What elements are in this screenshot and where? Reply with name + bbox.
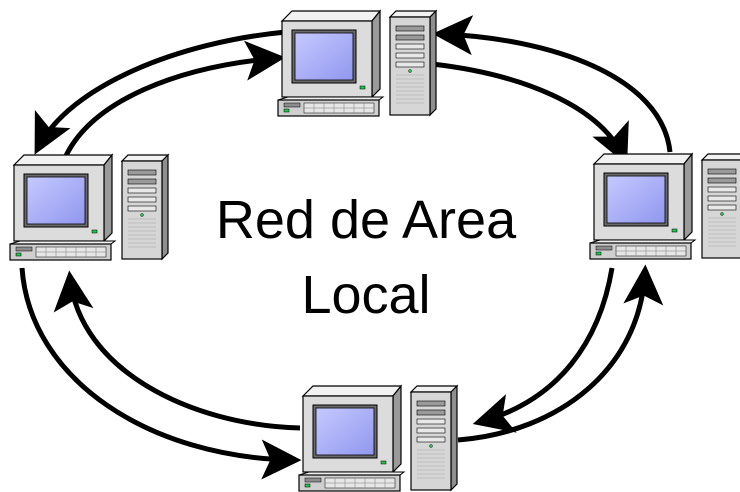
computer-top bbox=[277, 10, 437, 117]
arrow-left-to-bottom bbox=[19, 267, 302, 480]
computer-right bbox=[589, 153, 740, 260]
computer-left bbox=[9, 154, 169, 261]
computer-bottom bbox=[298, 385, 458, 492]
arrow-top-to-right bbox=[431, 61, 629, 165]
ring-connections bbox=[19, 15, 673, 480]
arrow-bottom-to-right bbox=[457, 264, 664, 443]
arrow-right-to-top bbox=[432, 15, 673, 153]
diagram-title-line2: Local bbox=[301, 265, 430, 325]
arrow-top-to-left bbox=[34, 29, 287, 155]
arrow-right-to-bottom bbox=[472, 267, 615, 433]
diagram-title-line1: Red de Area bbox=[216, 190, 517, 250]
arrow-left-to-top bbox=[61, 40, 286, 161]
arrow-bottom-to-left bbox=[53, 270, 301, 431]
